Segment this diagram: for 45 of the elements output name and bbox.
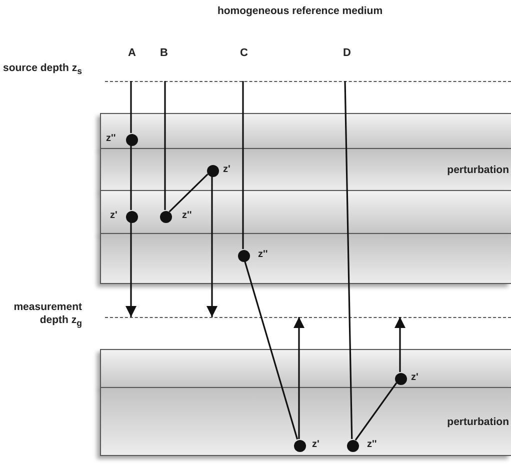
layer-band bbox=[100, 190, 511, 234]
layer-band bbox=[100, 349, 511, 388]
scattering-point bbox=[126, 211, 138, 223]
ray-letter: D bbox=[342, 47, 352, 59]
ray-path bbox=[344, 80, 353, 440]
ray-path bbox=[164, 81, 166, 210]
arrow bbox=[394, 317, 406, 372]
scattering-point bbox=[347, 440, 359, 452]
ray-letter: C bbox=[239, 47, 249, 59]
layer-label: perturbation bbox=[447, 416, 509, 428]
arrow bbox=[125, 222, 137, 317]
ray-letter: B bbox=[159, 47, 169, 59]
point-label: z'' bbox=[367, 439, 377, 450]
ray-path bbox=[242, 81, 244, 249]
ray-path bbox=[354, 382, 398, 441]
diagram-title: homogeneous reference medium bbox=[216, 5, 384, 17]
ray-path bbox=[168, 174, 208, 212]
point-label: z' bbox=[223, 164, 230, 175]
dashed-depth-line bbox=[105, 317, 511, 318]
point-label: z'' bbox=[106, 133, 116, 144]
ray-path bbox=[130, 145, 132, 210]
layer-band bbox=[100, 113, 511, 149]
arrow bbox=[293, 317, 305, 439]
scattering-point bbox=[238, 250, 250, 262]
point-label: z'' bbox=[258, 249, 268, 260]
layer-band bbox=[100, 148, 511, 191]
scattering-point bbox=[126, 134, 138, 146]
scattering-point bbox=[160, 211, 172, 223]
scattering-point bbox=[294, 440, 306, 452]
layer-label: perturbation bbox=[447, 164, 509, 176]
scattering-point bbox=[395, 373, 407, 385]
layer-band bbox=[100, 387, 511, 456]
point-label: z' bbox=[411, 372, 418, 383]
ray-path bbox=[244, 260, 298, 440]
layer-band bbox=[100, 233, 511, 284]
point-label: z'' bbox=[182, 210, 192, 221]
ray-path bbox=[130, 81, 132, 133]
point-label: z' bbox=[312, 439, 320, 450]
arrow bbox=[206, 176, 218, 317]
dashed-depth-line bbox=[105, 81, 511, 82]
point-label: z' bbox=[110, 210, 118, 221]
depth-label: source depth z$_{s}$ bbox=[2, 62, 82, 78]
depth-label: measurement depth z$_{g}$ bbox=[12, 301, 82, 330]
ray-letter: A bbox=[127, 47, 137, 59]
scattering-point bbox=[207, 165, 219, 177]
